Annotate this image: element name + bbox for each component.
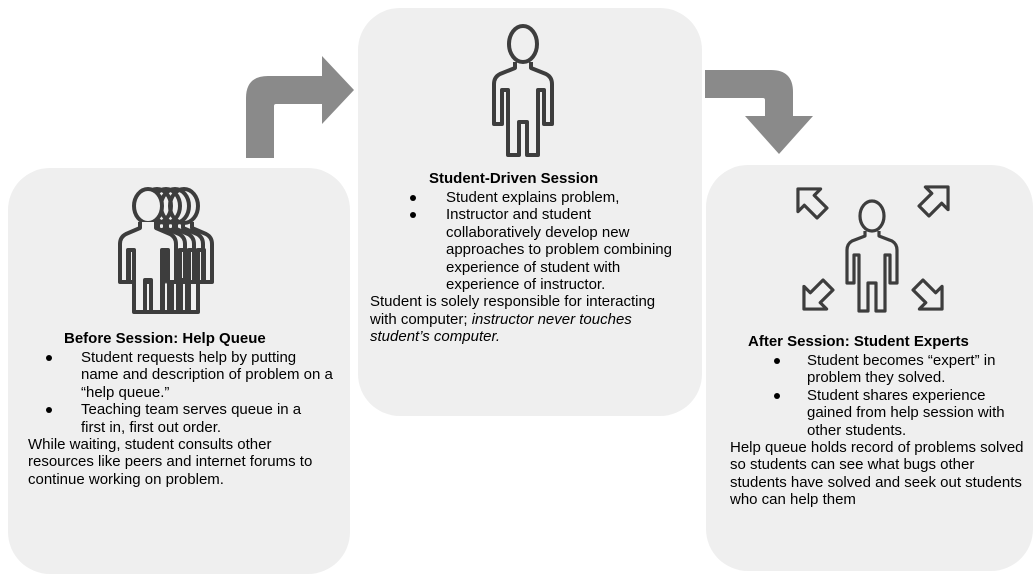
after-session-bullets: Student becomes “expert” in problem they… — [730, 352, 1030, 439]
after-session-paragraph: Help queue holds record of problems solv… — [730, 439, 1024, 509]
paragraph-plain: Student is solely responsible for intera… — [370, 293, 656, 328]
list-item: Student becomes “expert” in problem they… — [730, 352, 1017, 387]
after-session-panel: After Session: Student Experts Student b… — [706, 165, 1033, 571]
paragraph-italic: instructor never touches student’s compu… — [370, 310, 632, 346]
arrow-to-after — [705, 70, 813, 154]
before-session-panel: Before Session: Help Queue Student reque… — [8, 168, 350, 574]
student-driven-session-body: Student explains problem, Instructor and… — [370, 189, 695, 346]
list-item: Teaching team serves queue in a first in… — [28, 401, 321, 436]
arrow-to-session — [246, 56, 354, 158]
before-session-title: Before Session: Help Queue — [64, 330, 266, 347]
after-session-body: Student becomes “expert” in problem they… — [730, 352, 1030, 509]
student-driven-session-title: Student-Driven Session — [429, 170, 599, 187]
person-icon — [492, 24, 554, 157]
list-item: Student explains problem, — [370, 189, 681, 206]
expert-person-arrows-icon — [796, 185, 950, 313]
list-item: Student requests help by putting name an… — [28, 349, 336, 401]
before-session-paragraph: While waiting, student consults other re… — [28, 436, 313, 488]
person-queue-icon — [118, 187, 214, 314]
before-session-bullets: Student requests help by putting name an… — [28, 349, 346, 436]
list-item: Student shares experience gained from he… — [730, 387, 1027, 439]
student-driven-session-bullets: Student explains problem, Instructor and… — [370, 189, 695, 293]
before-session-body: Student requests help by putting name an… — [28, 349, 346, 488]
after-session-title: After Session: Student Experts — [748, 333, 969, 350]
list-item: Instructor and student collaboratively d… — [370, 206, 681, 293]
student-driven-session-panel: Student-Driven Session Student explains … — [358, 8, 702, 416]
student-driven-session-paragraph: Student is solely responsible for intera… — [370, 293, 670, 345]
